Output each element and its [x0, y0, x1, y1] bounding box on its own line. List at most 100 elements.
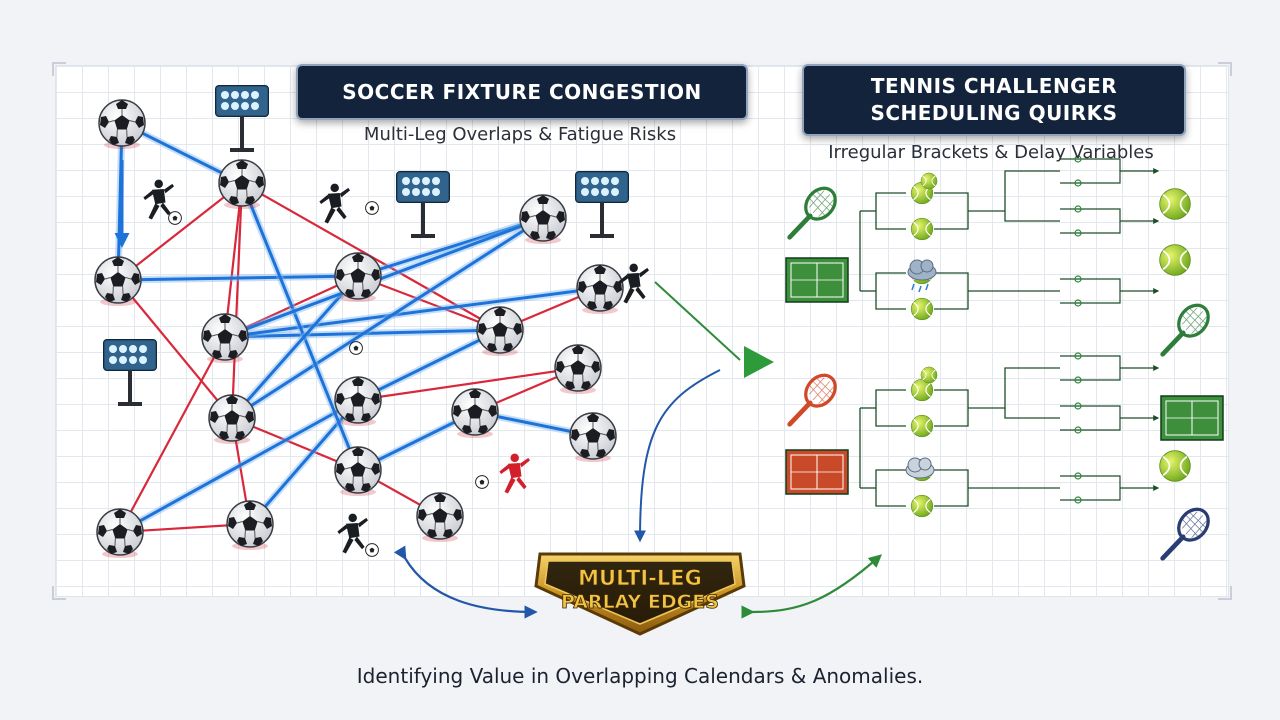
corner-mark: [52, 586, 66, 600]
bracket-line: [934, 469, 969, 507]
soccer-ball-icon: [96, 508, 144, 556]
blue-link: [240, 182, 361, 473]
soccer-ball-icon: [451, 388, 499, 436]
stadium-light-icon: [396, 171, 450, 239]
rain-drop: [911, 283, 915, 291]
bracket-line: [1004, 408, 1060, 419]
soccer-title-box: SOCCER FIXTURE CONGESTION: [296, 64, 748, 120]
bracket-line: [875, 469, 906, 507]
bracket-line: [1060, 475, 1121, 501]
bracket-node: [1074, 496, 1082, 504]
tennis-ball-icon: [920, 172, 938, 190]
flow-connectors: [393, 281, 882, 619]
soccer-ball-icon: [218, 159, 266, 207]
bracket-line: [1060, 355, 1121, 381]
cloud-icon: [918, 457, 932, 471]
tennis-ball-icon: [1158, 243, 1192, 277]
corner-mark: [52, 62, 66, 76]
bracket-node: [1074, 426, 1082, 434]
stadium-light-icon: [103, 339, 157, 407]
soccer-ball-icon: [519, 194, 567, 242]
tennis-title-box: TENNIS CHALLENGER SCHEDULING QUIRKS: [802, 64, 1186, 136]
soccer-ball-icon: [554, 344, 602, 392]
corner-mark: [1218, 62, 1232, 76]
badge-link-left: [393, 545, 538, 619]
soccer-subtitle: Multi-Leg Overlaps & Fatigue Risks: [363, 124, 677, 145]
tennis-ball-icon: [910, 297, 934, 321]
soccer-ball-icon: [476, 306, 524, 354]
blue-link: [230, 275, 360, 421]
parlay-badge: MULTI-LEG PARLAY EDGES: [534, 552, 746, 636]
blue-link: [231, 216, 546, 420]
red-link: [117, 279, 234, 421]
bracket-line: [1060, 278, 1121, 304]
corner-mark: [1218, 586, 1232, 600]
rain-cloud-icon: [920, 259, 934, 273]
soccer-ball-icon: [349, 341, 363, 355]
soccer-ball-icon: [168, 211, 182, 225]
tennis-ball-icon: [910, 494, 934, 518]
bracket-line: [1060, 405, 1121, 431]
red-link: [225, 182, 244, 421]
bracket-line: [1004, 211, 1060, 222]
bracket-line: [968, 170, 1060, 212]
soccer-title: SOCCER FIXTURE CONGESTION: [342, 80, 702, 104]
player-silhouette-icon: [337, 513, 368, 554]
tennis-title-line1: TENNIS CHALLENGER: [870, 74, 1118, 98]
bracket-line: [875, 192, 906, 230]
stadium-light-icon: [215, 85, 269, 153]
red-link: [219, 182, 244, 340]
red-link: [115, 182, 243, 282]
tennis-ball-icon: [1158, 449, 1192, 483]
soccer-ball-icon: [226, 500, 274, 548]
bracket-node: [1074, 472, 1082, 480]
blue-link: [355, 216, 544, 280]
badge-link-right: [741, 554, 882, 619]
flow-line: [634, 369, 721, 543]
blue-link: [119, 398, 361, 534]
bracket-node: [1074, 179, 1082, 187]
bracket-node: [1074, 205, 1082, 213]
player-silhouette-icon: [499, 453, 530, 494]
tennis-ball-icon: [910, 414, 934, 438]
tennis-racket-icon: [1163, 299, 1215, 354]
big-flow-arrowhead: [744, 346, 774, 378]
bracket-line: [875, 389, 906, 427]
soccer-ball-icon: [94, 256, 142, 304]
tennis-ball-icon: [1158, 187, 1192, 221]
bracket-line: [934, 192, 969, 230]
soccer-ball-icon: [365, 543, 379, 557]
blue-link: [222, 286, 601, 343]
bracket-line: [934, 389, 969, 427]
tennis-racket-icon: [1163, 503, 1215, 558]
rain-drop: [925, 283, 929, 291]
red-link: [118, 336, 226, 535]
tennis-racket-icon: [790, 182, 842, 237]
bracket-line: [875, 272, 906, 310]
bracket-node: [1074, 376, 1082, 384]
bracket-node: [1074, 275, 1082, 283]
tennis-subtitle: Irregular Brackets & Delay Variables: [828, 142, 1154, 163]
rain-drop: [918, 285, 922, 293]
soccer-balls: [94, 99, 624, 558]
soccer-ball-icon: [334, 376, 382, 424]
player-silhouette-icon: [143, 179, 174, 220]
soccer-ball-icon: [208, 394, 256, 442]
soccer-ball-icon: [475, 475, 489, 489]
bracket-node: [1074, 155, 1082, 163]
flow-line: [654, 281, 741, 361]
bracket-node: [1074, 299, 1082, 307]
bracket-line: [1060, 208, 1121, 234]
soccer-ball-icon: [98, 99, 146, 147]
tennis-ball-icon: [910, 217, 934, 241]
blue-link: [110, 122, 126, 283]
blue-link: [115, 272, 359, 288]
soccer-ball-icon: [569, 412, 617, 460]
red-link: [357, 274, 503, 333]
blue-link: [248, 397, 360, 525]
tennis-ball-icon: [920, 366, 938, 384]
footer-caption: Identifying Value in Overlapping Calenda…: [356, 664, 924, 688]
soccer-ball-icon: [416, 492, 464, 540]
